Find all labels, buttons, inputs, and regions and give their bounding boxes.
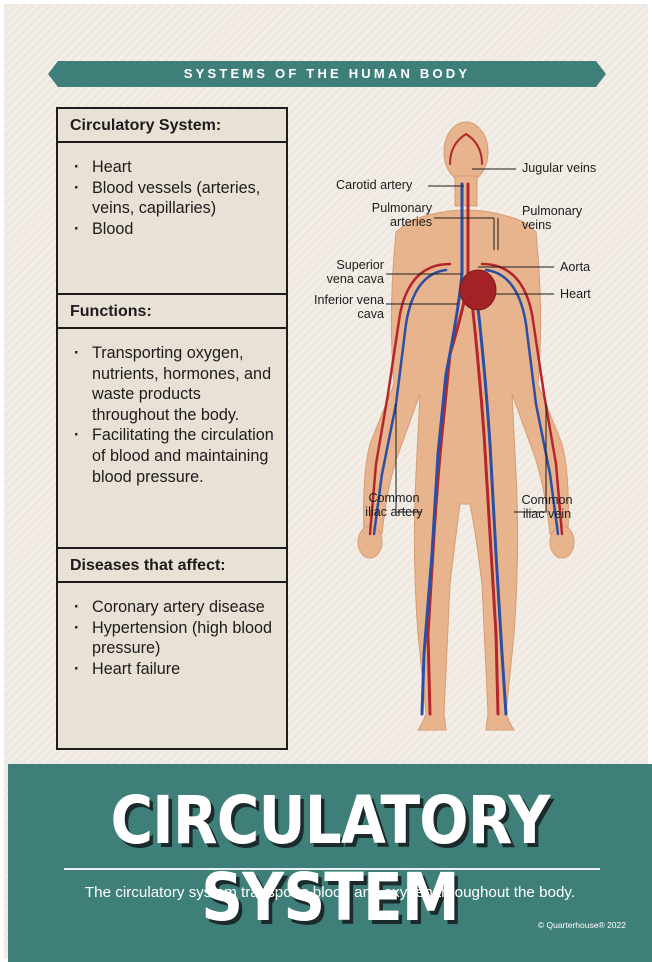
panel-list: Heart Blood vessels (arteries, veins, ca…	[58, 143, 286, 239]
label-inferior-vena-cava: Inferior vena cava	[313, 293, 384, 321]
section-banner: SYSTEMS OF THE HUMAN BODY	[48, 61, 606, 87]
panel-heading: Diseases that affect:	[58, 549, 286, 583]
artery-right-arm	[480, 262, 564, 536]
artery-left-arm	[368, 262, 452, 536]
label-superior-vena-cava: Superior vena cava	[326, 258, 384, 286]
vein-right-arm	[484, 268, 560, 536]
label-carotid-artery: Carotid artery	[336, 178, 413, 192]
body-figure: Jugular veins Carotid artery Pulmonary a…	[300, 114, 640, 754]
list-item: Blood vessels (arteries, veins, capillar…	[74, 178, 278, 219]
panel-functions: Functions: Transporting oxygen, nutrient…	[56, 293, 288, 549]
list-item: Blood	[74, 219, 278, 240]
label-aorta: Aorta	[560, 260, 591, 274]
poster-title: CIRCULATORY SYSTEM	[110, 782, 550, 936]
panel-list: Transporting oxygen, nutrients, hormones…	[58, 329, 286, 487]
label-heart: Heart	[560, 287, 591, 301]
label-jugular-veins: Jugular veins	[522, 161, 597, 175]
panel-heading: Functions:	[58, 295, 286, 329]
head-shape	[443, 121, 489, 183]
human-body-illustration	[357, 121, 575, 731]
neck-shape	[454, 175, 478, 207]
panel-circulatory-system: Circulatory System: Heart Blood vessels …	[56, 107, 288, 295]
torso-and-limbs-shape	[363, 209, 569, 731]
vein-left-arm	[372, 268, 448, 536]
footer-band: CIRCULATORY SYSTEM The circulatory syste…	[8, 764, 652, 962]
heart-icon	[459, 269, 497, 311]
list-item: Heart	[74, 157, 278, 178]
panel-heading: Circulatory System:	[58, 109, 286, 143]
list-item: Facilitating the circulation of blood an…	[74, 425, 278, 487]
list-item: Transporting oxygen, nutrients, hormones…	[74, 343, 278, 425]
banner-title: SYSTEMS OF THE HUMAN BODY	[183, 66, 471, 81]
head-vessels	[449, 133, 483, 165]
list-item: Hypertension (high blood pressure)	[74, 618, 278, 659]
label-pulmonary-veins: Pulmonary veins	[522, 204, 583, 232]
list-item: Heart failure	[74, 659, 278, 680]
poster: SYSTEMS OF THE HUMAN BODY Circulatory Sy…	[4, 4, 652, 962]
label-pulmonary-arteries: Pulmonary arteries	[371, 201, 432, 229]
title-divider	[64, 868, 600, 870]
panel-list: Coronary artery disease Hypertension (hi…	[58, 583, 286, 679]
banner-ribbon-shape	[48, 61, 606, 87]
label-common-iliac-artery: Common iliac artery	[365, 491, 423, 519]
poster-tagline: The circulatory system transports blood …	[84, 884, 576, 901]
list-item: Coronary artery disease	[74, 597, 278, 618]
panel-diseases: Diseases that affect: Coronary artery di…	[56, 547, 288, 750]
label-common-iliac-vein: Common iliac vein	[521, 493, 573, 521]
copyright-notice: © Quarterhouse® 2022	[537, 920, 626, 930]
